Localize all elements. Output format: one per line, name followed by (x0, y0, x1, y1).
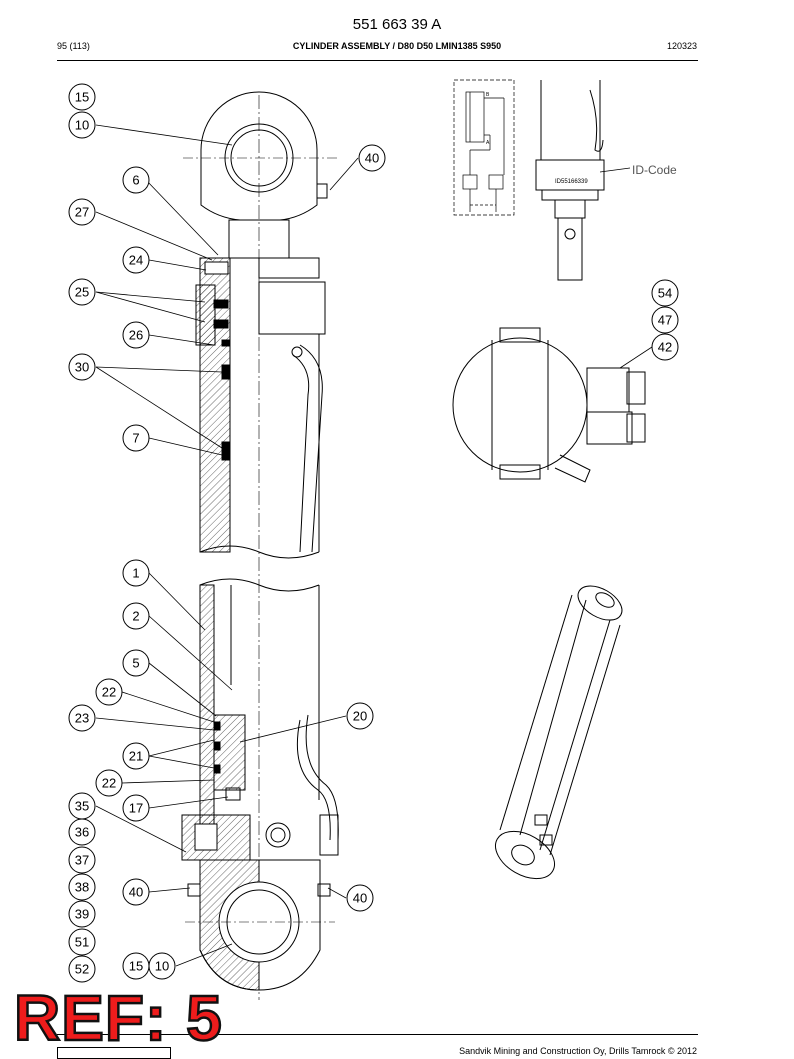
callout-circle (122, 559, 150, 587)
port-a-label: A (486, 140, 490, 146)
page-title: CYLINDER ASSEMBLY / D80 D50 LMIN1385 S95… (292, 41, 502, 51)
document-date: 120323 (666, 41, 697, 51)
callout-label: 15 (129, 959, 143, 974)
callout-circle (68, 111, 96, 139)
callout-circle (95, 678, 123, 706)
callout-circle (68, 353, 96, 381)
callout-circle (651, 333, 679, 361)
callout-label: 1 (132, 566, 139, 581)
callout-label: 38 (75, 880, 89, 895)
callout-label: 6 (132, 173, 139, 188)
callout-circle (122, 321, 150, 349)
ref-overlay-label: REF: 5 (13, 982, 223, 1054)
callout-label: 40 (129, 885, 143, 900)
id-code-detail: ID55166339 ID-Code (535, 80, 677, 281)
id-code-label: ID-Code (632, 163, 677, 177)
callout-label: 21 (129, 749, 143, 764)
callout-label: 5 (132, 656, 139, 671)
callout-circle (358, 144, 386, 172)
callout-circle (346, 702, 374, 730)
callout-label: 51 (75, 935, 89, 950)
callout-label: 22 (102, 776, 116, 791)
callout-label: 25 (75, 285, 89, 300)
callout-circle (68, 198, 96, 226)
header-rule (57, 60, 698, 61)
callout-circle (68, 955, 96, 983)
callout-circle (651, 279, 679, 307)
callout-circle (68, 278, 96, 306)
callout-circle (122, 166, 150, 194)
callout-label: 22 (102, 685, 116, 700)
end-view (452, 327, 646, 483)
callout-circle (68, 873, 96, 901)
callout-circle (68, 83, 96, 111)
callout-circle (68, 704, 96, 732)
callout-label: 52 (75, 962, 89, 977)
callout-label: 39 (75, 907, 89, 922)
callout-label: 10 (155, 959, 169, 974)
callout-label: 23 (75, 711, 89, 726)
serial-tag: ID55166339 (555, 179, 588, 185)
page-number: 95 (113) (57, 41, 90, 51)
callout-label: 47 (658, 313, 672, 328)
callout-circle (68, 900, 96, 928)
callout-label: 30 (75, 360, 89, 375)
callout-label: 40 (353, 891, 367, 906)
document-number: 551 663 39 A (352, 16, 442, 33)
callout-label: 2 (132, 609, 139, 624)
callout-label: 7 (132, 431, 139, 446)
callout-label: 20 (353, 709, 367, 724)
port-b-label: B (486, 92, 490, 98)
callout-circle (148, 952, 176, 980)
callout-label: 10 (75, 118, 89, 133)
callout-label: 24 (129, 253, 143, 268)
callout-circle (122, 794, 150, 822)
callout-circle (68, 846, 96, 874)
callout-circle (122, 602, 150, 630)
callout-circle (122, 878, 150, 906)
callout-label: 15 (75, 90, 89, 105)
callout-label: 35 (75, 799, 89, 814)
callout-circle (122, 246, 150, 274)
callout-circle (68, 818, 96, 846)
main-cylinder-section (181, 91, 339, 1000)
callout-label: 42 (658, 340, 672, 355)
callout-circle (346, 884, 374, 912)
callout-label: 27 (75, 205, 89, 220)
callout-label: 40 (365, 151, 379, 166)
callout-label: 26 (129, 328, 143, 343)
footer-rule (57, 1034, 698, 1035)
callout-circle (651, 306, 679, 334)
callout-label: 36 (75, 825, 89, 840)
callout-circle (68, 928, 96, 956)
callout-label: 17 (129, 801, 143, 816)
callout-circle (122, 649, 150, 677)
hydraulic-schematic: B A (453, 79, 515, 216)
isometric-view (495, 585, 623, 880)
footer-copyright: Sandvik Mining and Construction Oy, Dril… (459, 1046, 697, 1056)
callout-circle (122, 424, 150, 452)
leader-lines (95, 124, 653, 967)
callout-circle (95, 769, 123, 797)
callout-circle (122, 742, 150, 770)
callout-label: 37 (75, 853, 89, 868)
callout-label: 54 (658, 286, 672, 301)
